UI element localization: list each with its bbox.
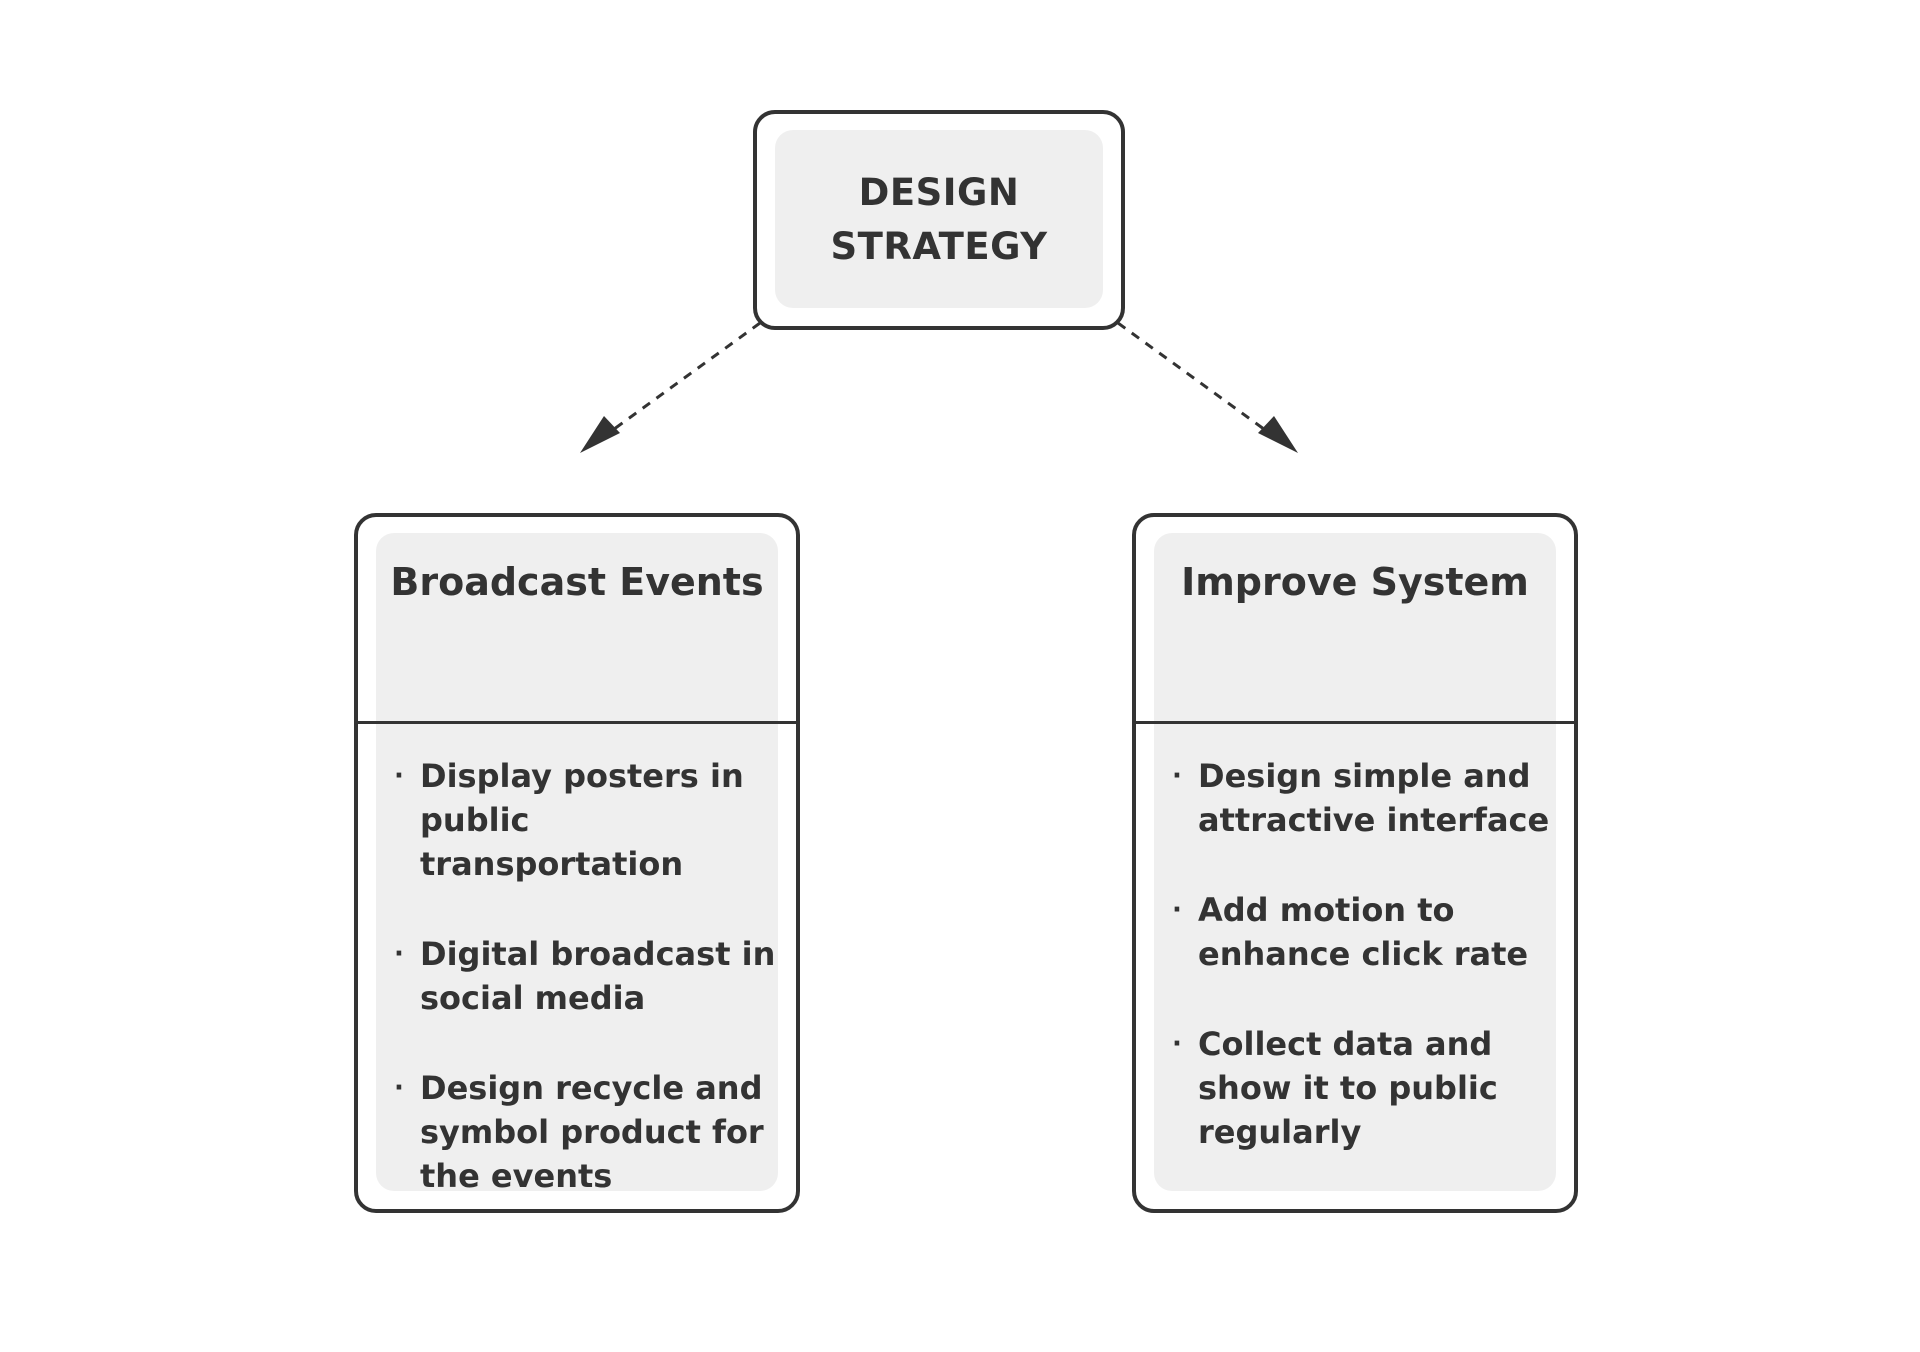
list-item: ·Design simple and attractive interface (1172, 754, 1564, 842)
list-item: ·Design recycle and symbol product for t… (394, 1066, 786, 1198)
bullet-dot-icon: · (1172, 1029, 1182, 1059)
root-title-line2: STRATEGY (830, 225, 1048, 268)
design-strategy-node: DESIGN STRATEGY (753, 110, 1125, 330)
improve-system-node-fill (1154, 533, 1556, 1191)
broadcast-events-divider (354, 721, 800, 724)
list-item: ·Add motion to enhance click rate (1172, 888, 1564, 976)
bullet-dot-icon: · (394, 761, 404, 791)
design-strategy-node-fill (775, 130, 1103, 308)
bullet-dot-icon: · (394, 939, 404, 969)
broadcast-events-node-fill (376, 533, 778, 1191)
broadcast-events-node: Broadcast Events ·Display posters in pub… (354, 513, 800, 1213)
arrow-to-broadcast-events (580, 321, 761, 453)
improve-system-title: Improve System (1181, 560, 1529, 604)
list-item: ·Display posters in public transportatio… (394, 754, 786, 886)
improve-system-divider (1132, 721, 1578, 724)
improve-system-list: ·Design simple and attractive interface … (1172, 754, 1564, 1200)
arrow-to-improve-system (1117, 321, 1298, 453)
design-strategy-title: DESIGN STRATEGY (757, 114, 1121, 326)
list-item: ·Digital broadcast in social media (394, 932, 786, 1020)
broadcast-events-title: Broadcast Events (390, 560, 764, 604)
bullet-dot-icon: · (1172, 895, 1182, 925)
bullet-dot-icon: · (394, 1073, 404, 1103)
list-item: ·Collect data and show it to public regu… (1172, 1022, 1564, 1154)
bullet-dot-icon: · (1172, 761, 1182, 791)
root-title-line1: DESIGN (858, 171, 1020, 214)
broadcast-events-list: ·Display posters in public transportatio… (394, 754, 786, 1244)
improve-system-node: Improve System ·Design simple and attrac… (1132, 513, 1578, 1213)
